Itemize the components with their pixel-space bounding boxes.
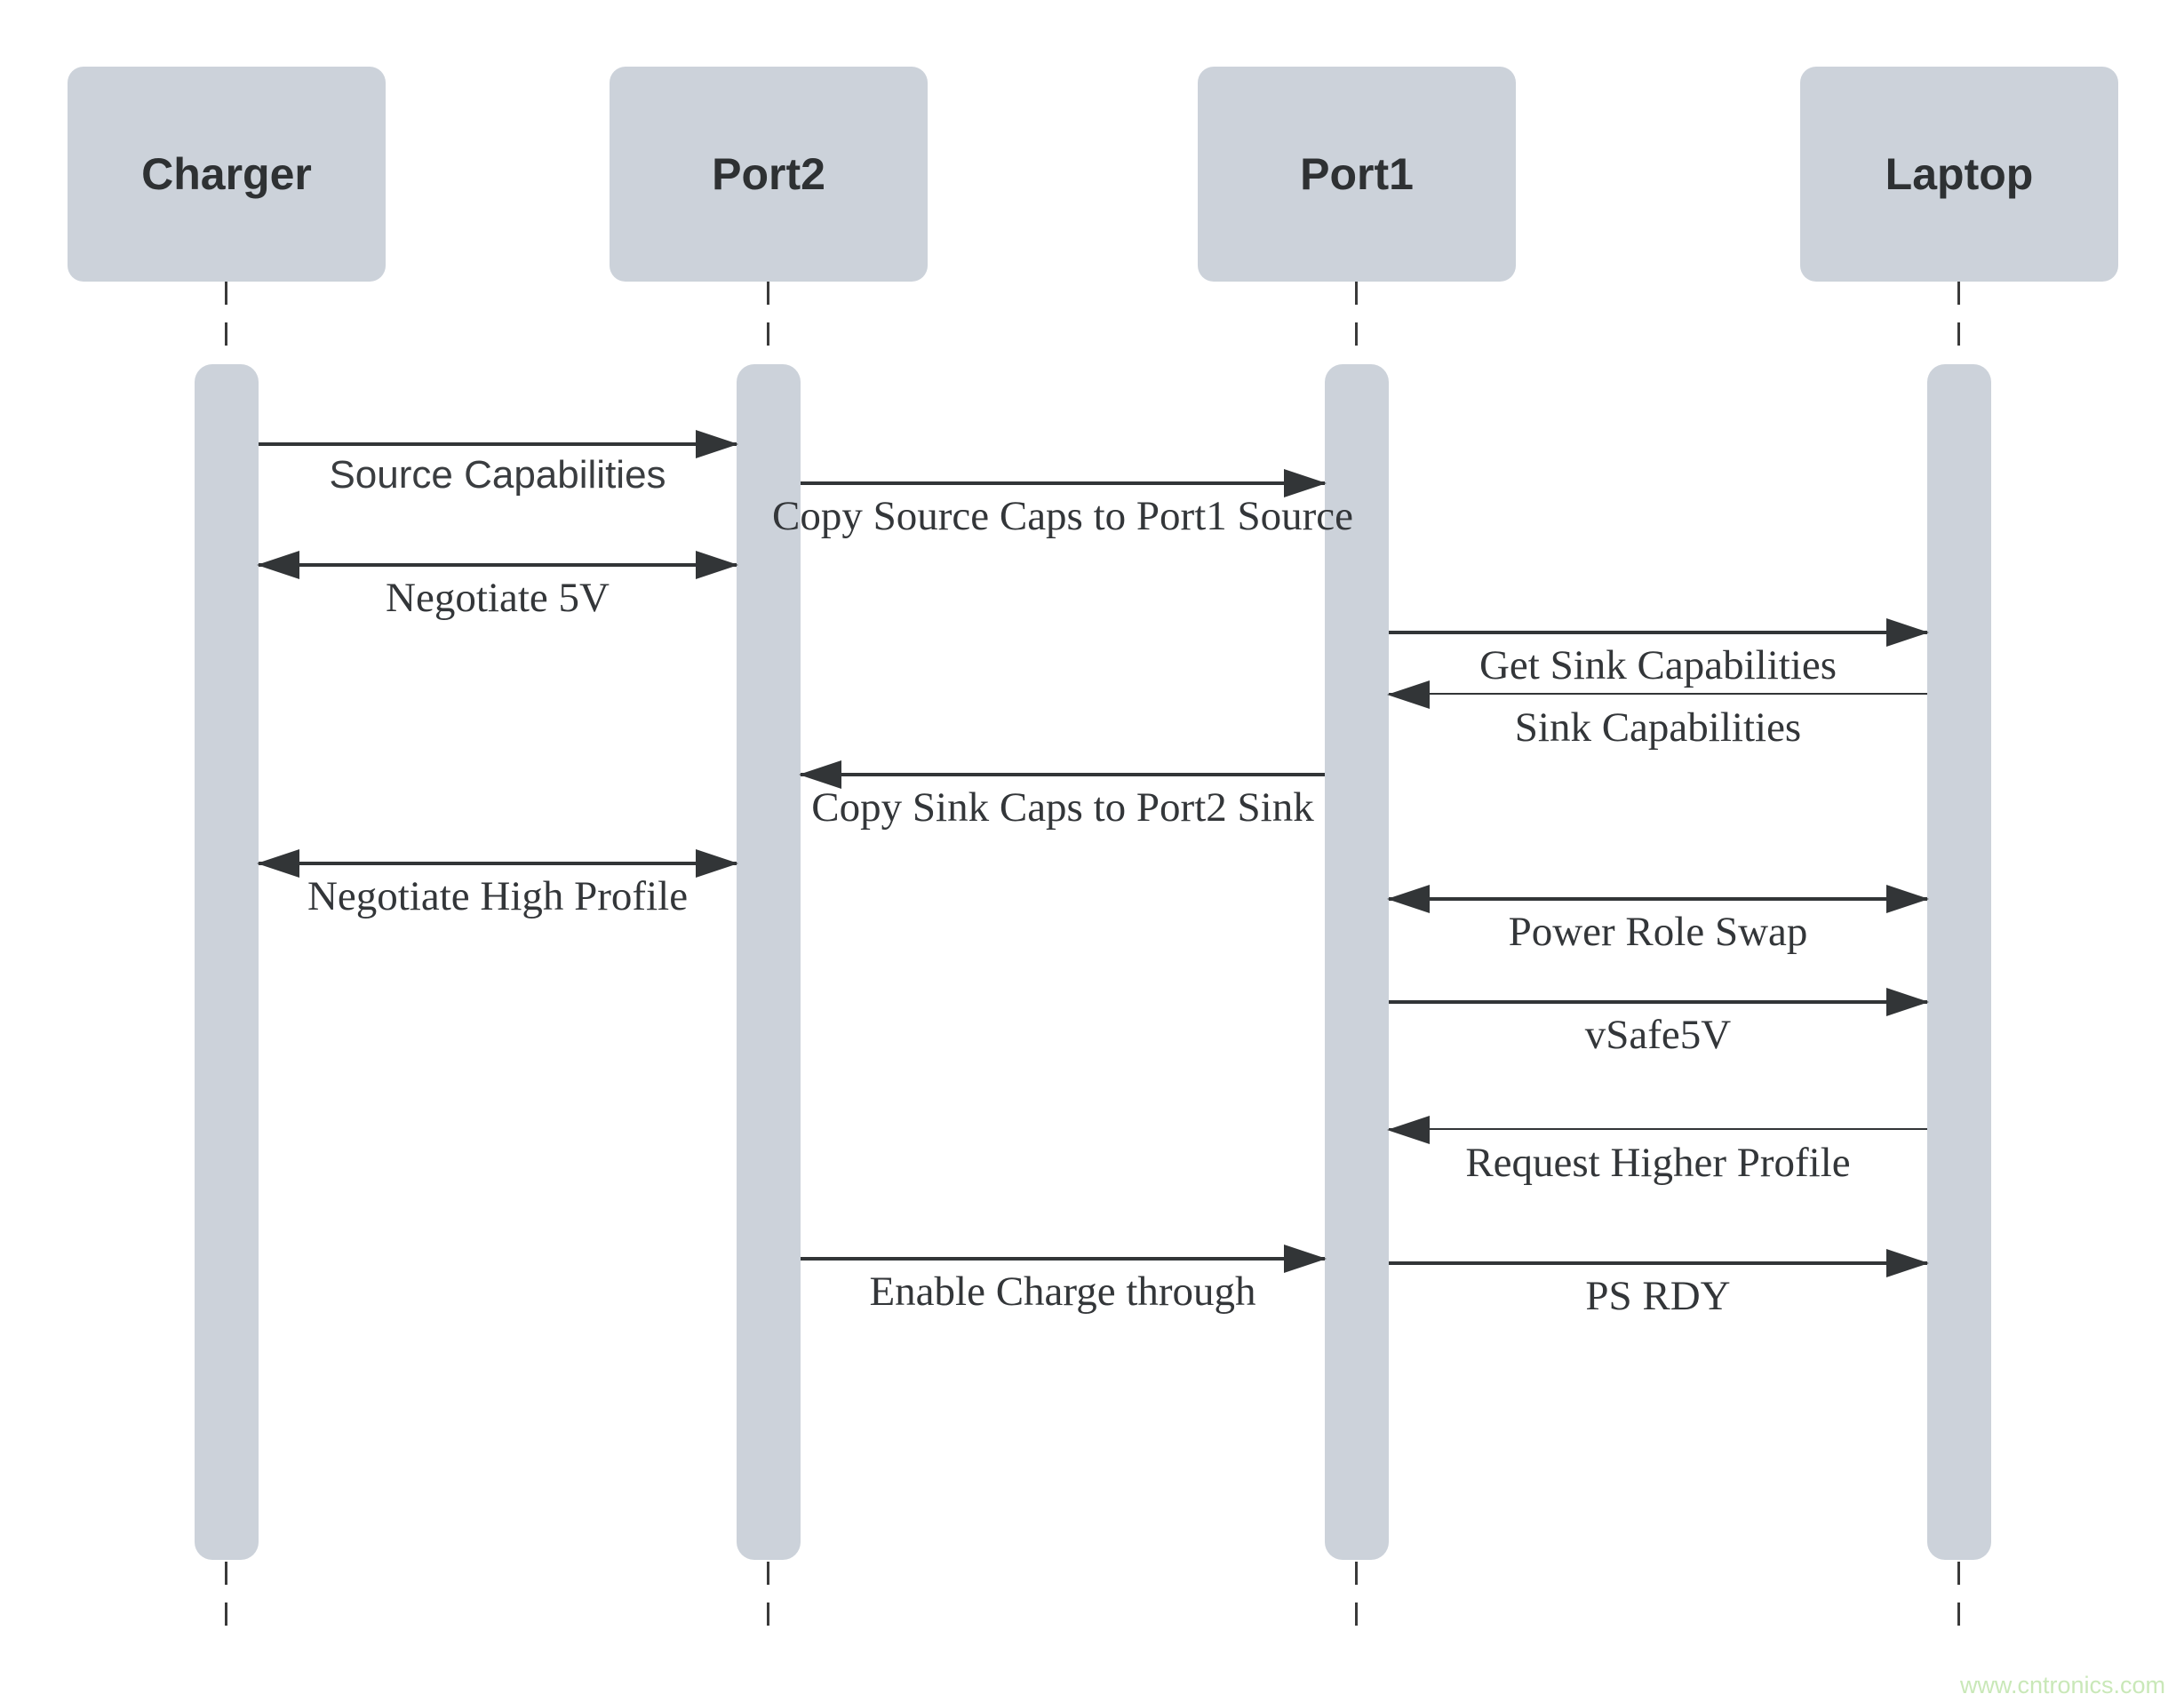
message-label: Power Role Swap: [1508, 909, 1808, 955]
message-label: Enable Charge through: [869, 1269, 1256, 1315]
message-label: Negotiate High Profile: [307, 873, 689, 919]
message-line: [801, 1257, 1325, 1261]
message-label: Source Capabilities: [329, 453, 666, 497]
lifeline-bottom-port1: [1355, 1562, 1358, 1627]
message-line: [801, 481, 1325, 485]
activation-bar-port2: [737, 364, 801, 1560]
message-line: [1389, 897, 1927, 901]
activation-bar-port1: [1325, 364, 1389, 1560]
arrowhead-right-icon: [1886, 618, 1929, 647]
activation-bar-laptop: [1927, 364, 1991, 1560]
arrowhead-right-icon: [1886, 1249, 1929, 1277]
message-line: [1389, 1000, 1927, 1004]
arrowhead-left-icon: [1387, 680, 1430, 709]
message-label: Copy Sink Caps to Port2 Sink: [811, 784, 1314, 831]
message-label: Request Higher Profile: [1465, 1140, 1851, 1186]
message-line: [259, 442, 737, 446]
message-line: [801, 773, 1325, 776]
lifeline-top-port1: [1355, 282, 1358, 364]
lifeline-bottom-charger: [225, 1562, 227, 1627]
arrowhead-right-icon: [696, 551, 738, 579]
message-line: [259, 862, 737, 865]
message-line: [1389, 693, 1927, 695]
lifeline-bottom-port2: [767, 1562, 769, 1627]
message-label: Get Sink Capabilities: [1479, 642, 1837, 688]
actor-label-port2: Port2: [712, 149, 825, 199]
message-line: [259, 563, 737, 567]
message-label: PS RDY: [1585, 1273, 1731, 1319]
arrowhead-right-icon: [696, 430, 738, 458]
arrowhead-left-icon: [257, 551, 299, 579]
watermark: www.cntronics.com: [1959, 1672, 2165, 1698]
actor-label-port1: Port1: [1300, 149, 1414, 199]
arrowhead-left-icon: [1387, 1116, 1430, 1144]
message-line: [1389, 1128, 1927, 1130]
message-label: vSafe5V: [1584, 1012, 1732, 1058]
lifeline-top-laptop: [1957, 282, 1960, 364]
lifeline-top-port2: [767, 282, 769, 364]
arrowhead-right-icon: [1284, 469, 1327, 497]
lifeline-top-charger: [225, 282, 227, 364]
actor-label-charger: Charger: [141, 149, 312, 199]
message-line: [1389, 1261, 1927, 1265]
actor-label-laptop: Laptop: [1885, 149, 2034, 199]
arrowhead-right-icon: [1284, 1245, 1327, 1273]
message-label: Negotiate 5V: [386, 575, 610, 621]
message-line: [1389, 631, 1927, 634]
actor-box-charger: Charger: [68, 67, 386, 282]
lifeline-bottom-laptop: [1957, 1562, 1960, 1627]
actor-box-port1: Port1: [1198, 67, 1516, 282]
arrowhead-left-icon: [257, 849, 299, 878]
arrowhead-right-icon: [696, 849, 738, 878]
arrowhead-left-icon: [1387, 885, 1430, 913]
arrowhead-right-icon: [1886, 885, 1929, 913]
activation-bar-charger: [195, 364, 259, 1560]
arrowhead-left-icon: [799, 760, 841, 789]
actor-box-port2: Port2: [610, 67, 928, 282]
message-label: Sink Capabilities: [1514, 704, 1802, 751]
actor-box-laptop: Laptop: [1800, 67, 2118, 282]
arrowhead-right-icon: [1886, 988, 1929, 1016]
message-label: Copy Source Caps to Port1 Source: [771, 493, 1354, 539]
